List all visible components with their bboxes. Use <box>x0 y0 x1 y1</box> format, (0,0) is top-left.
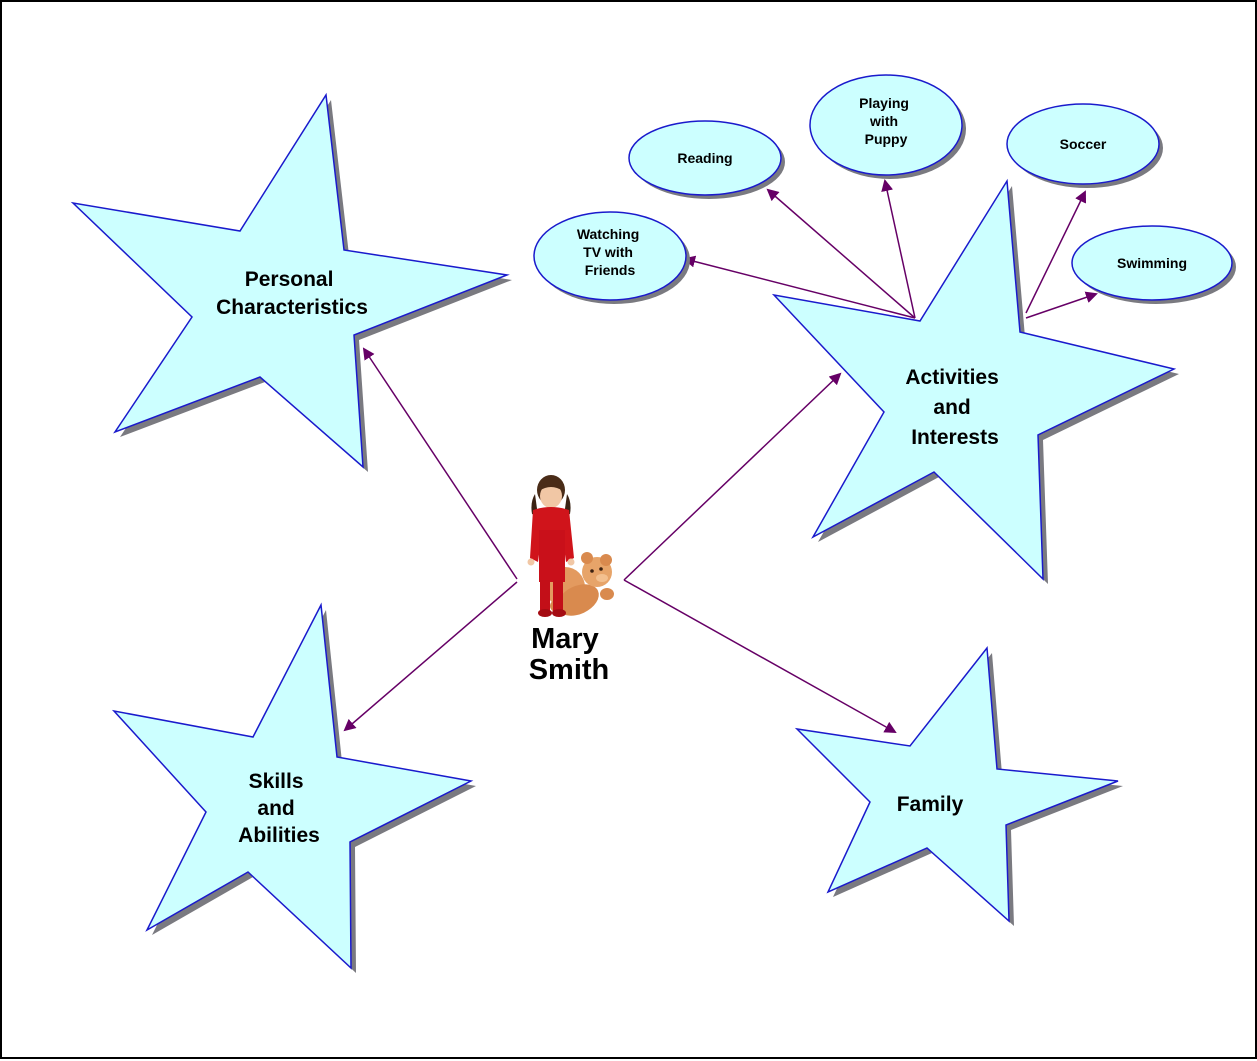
bubble-swimming-label-line1: Swimming <box>1117 255 1187 271</box>
star-skills-label: Skills and Abilities <box>238 770 320 847</box>
star-personal-label-line1: Personal <box>245 268 334 291</box>
connector-to-reading <box>766 188 916 319</box>
bubble-puppy-label-line2: with <box>869 113 898 129</box>
star-personal-label: Personal Characteristics <box>216 268 368 319</box>
bubble-playing-with-puppy[interactable]: Playing with Puppy <box>809 74 966 179</box>
bubble-watching-label-line2: TV with <box>583 244 633 260</box>
connector-to-skills <box>343 581 518 732</box>
bubble-reading-label-line1: Reading <box>677 150 732 166</box>
bubble-shape <box>1006 103 1160 185</box>
star-activities-label-line2: and <box>933 396 970 419</box>
star-family-label-line1: Family <box>897 793 964 816</box>
bubble-watching-tv-with-friends[interactable]: Watching TV with Friends <box>533 211 690 304</box>
bubble-swimming[interactable]: Swimming <box>1071 225 1236 304</box>
star-family[interactable]: Family <box>794 646 1123 926</box>
star-personal-label-line2: Characteristics <box>216 296 368 319</box>
bubble-puppy-label: Playing with Puppy <box>859 95 913 147</box>
bubble-swimming-label: Swimming <box>1117 255 1187 271</box>
connector-to-family <box>623 579 897 733</box>
star-activities-label: Activities and Interests <box>905 366 1004 449</box>
connector-to-personal <box>362 347 518 580</box>
bubble-shape <box>533 211 687 301</box>
connector-to-watching <box>683 255 916 319</box>
bubble-shape <box>628 120 782 196</box>
star-skills-label-line3: Abilities <box>238 824 320 847</box>
star-shape <box>794 646 1119 923</box>
connector-to-swimming <box>1025 291 1098 319</box>
bubble-soccer-label-line1: Soccer <box>1060 136 1107 152</box>
star-personal-characteristics[interactable]: Personal Characteristics <box>70 92 512 472</box>
center-name: Mary Smith <box>529 623 610 686</box>
bubble-puppy-label-line3: Puppy <box>865 131 908 147</box>
star-shape <box>771 178 1177 581</box>
star-skills-and-abilities[interactable]: Skills and Abilities <box>111 602 476 973</box>
star-skills-label-line1: Skills <box>249 770 304 793</box>
bubble-shape <box>809 74 963 176</box>
connector-to-puppy <box>881 179 916 319</box>
star-activities-label-line3: Interests <box>911 426 999 449</box>
star-shape <box>70 92 510 469</box>
connectors <box>343 179 1098 733</box>
bubble-soccer[interactable]: Soccer <box>1006 103 1163 188</box>
girl-with-teddy-bear-image <box>527 475 614 617</box>
center-name-line2: Smith <box>529 654 610 686</box>
bubble-watching-label: Watching TV with Friends <box>577 226 643 278</box>
bubble-reading[interactable]: Reading <box>628 120 785 199</box>
bubble-watching-label-line1: Watching <box>577 226 639 242</box>
connector-to-soccer <box>1025 190 1087 314</box>
star-family-label: Family <box>897 793 964 816</box>
star-shape <box>111 602 474 970</box>
star-activities-label-line1: Activities <box>905 366 998 389</box>
connector-to-activities <box>623 372 842 581</box>
girl-icon <box>527 475 575 617</box>
star-skills-label-line2: and <box>257 797 294 820</box>
center-name-line1: Mary <box>531 623 599 655</box>
bubble-reading-label: Reading <box>677 150 732 166</box>
star-activities-and-interests[interactable]: Activities and Interests <box>771 178 1179 584</box>
bubble-shape <box>1071 225 1233 301</box>
bubble-soccer-label: Soccer <box>1060 136 1107 152</box>
bubble-watching-label-line3: Friends <box>585 262 636 278</box>
bubble-puppy-label-line1: Playing <box>859 95 909 111</box>
